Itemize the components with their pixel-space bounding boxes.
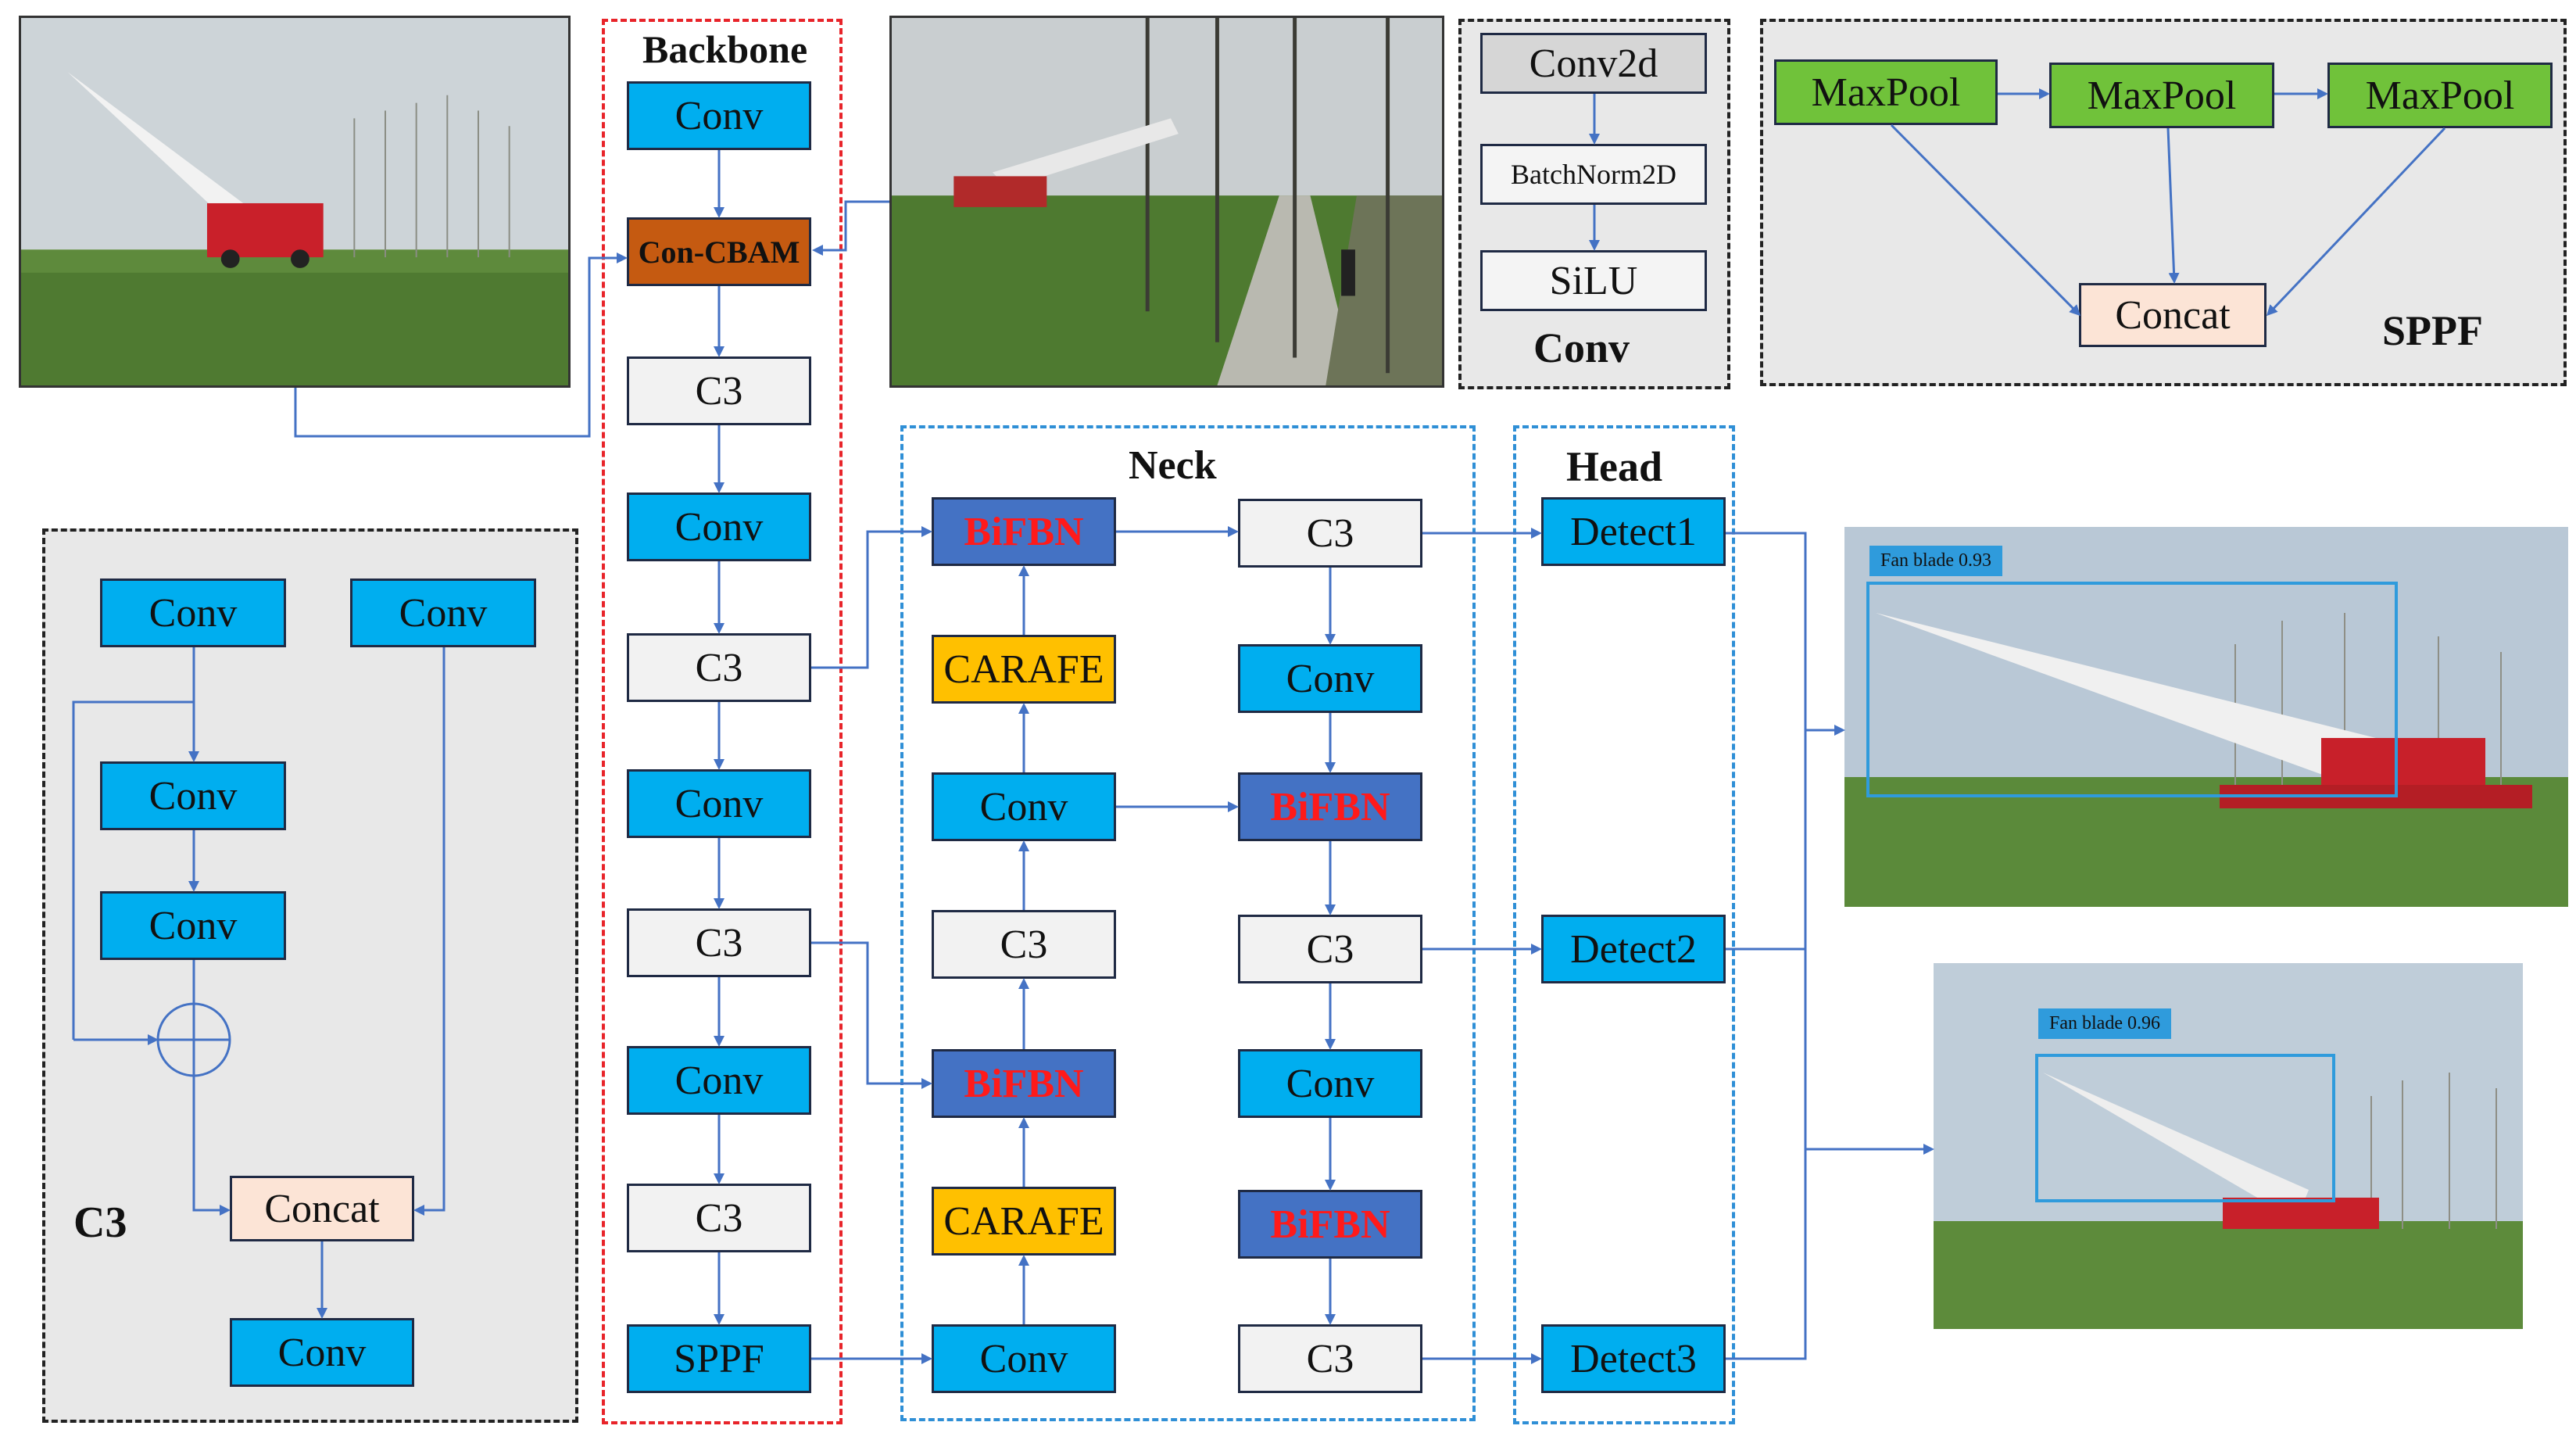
neck-left-carafe-1: CARAFE <box>932 635 1116 704</box>
backbone-sppf: SPPF <box>627 1324 811 1393</box>
conv-module-title: Conv <box>1533 324 1630 371</box>
wire-detect-bus <box>1726 532 1807 1360</box>
neck-right-c3-3: C3 <box>1238 1324 1422 1393</box>
backbone-c3-2: C3 <box>627 633 811 702</box>
c3-conv-out: Conv <box>230 1318 414 1387</box>
head-detect-2: Detect2 <box>1541 915 1726 983</box>
backbone-title: Backbone <box>642 27 808 71</box>
backbone-c3-3: C3 <box>627 908 811 977</box>
neck-left-carafe-2: CARAFE <box>932 1187 1116 1256</box>
backbone-conv-2: Conv <box>627 493 811 561</box>
backbone-con-cbam: Con-CBAM <box>627 217 811 286</box>
head-title: Head <box>1566 443 1663 490</box>
c3-conv-a: Conv <box>100 579 286 647</box>
input-image-1 <box>19 16 571 388</box>
conv-module-conv2d: Conv2d <box>1480 33 1707 94</box>
head-detect-3: Detect3 <box>1541 1324 1726 1393</box>
neck-right-bifbn-2: BiFBN <box>1238 1190 1422 1259</box>
backbone-c3-1: C3 <box>627 356 811 425</box>
sppf-concat: Concat <box>2079 283 2267 347</box>
detection-label-1: Fan blade 0.93 <box>1869 546 2002 576</box>
backbone-conv-3: Conv <box>627 769 811 838</box>
c3-module-title: C3 <box>73 1198 127 1247</box>
backbone-conv-1: Conv <box>627 81 811 150</box>
conv-module-batchnorm: BatchNorm2D <box>1480 144 1707 205</box>
detection-label-2: Fan blade 0.96 <box>2038 1008 2171 1039</box>
sppf-module-title: SPPF <box>2382 307 2483 354</box>
neck-right-conv-1: Conv <box>1238 644 1422 713</box>
neck-right-bifbn-1: BiFBN <box>1238 772 1422 841</box>
backbone-panel <box>602 19 843 1424</box>
backbone-conv-4: Conv <box>627 1046 811 1115</box>
c3-conv-b: Conv <box>350 579 536 647</box>
neck-panel <box>900 425 1476 1421</box>
c3-concat: Concat <box>230 1176 414 1241</box>
output-image-2 <box>1934 963 2523 1329</box>
sppf-maxpool-1: MaxPool <box>1774 59 1998 125</box>
sppf-maxpool-3: MaxPool <box>2327 63 2553 128</box>
neck-right-c3-2: C3 <box>1238 915 1422 983</box>
neck-right-c3-1: C3 <box>1238 499 1422 568</box>
neck-left-c3: C3 <box>932 910 1116 979</box>
neck-left-bifbn-1: BiFBN <box>932 497 1116 566</box>
sppf-maxpool-2: MaxPool <box>2049 63 2274 128</box>
c3-module-panel <box>42 528 578 1423</box>
neck-left-conv-1: Conv <box>932 772 1116 841</box>
neck-title: Neck <box>1129 443 1217 488</box>
backbone-c3-4: C3 <box>627 1184 811 1252</box>
output-image-1 <box>1844 527 2568 907</box>
c3-conv-c: Conv <box>100 761 286 830</box>
c3-conv-d: Conv <box>100 891 286 960</box>
neck-right-conv-2: Conv <box>1238 1049 1422 1118</box>
conv-module-silu: SiLU <box>1480 250 1707 311</box>
neck-left-conv-2: Conv <box>932 1324 1116 1393</box>
neck-left-bifbn-2: BiFBN <box>932 1049 1116 1118</box>
head-detect-1: Detect1 <box>1541 497 1726 566</box>
input-image-2 <box>889 16 1444 388</box>
